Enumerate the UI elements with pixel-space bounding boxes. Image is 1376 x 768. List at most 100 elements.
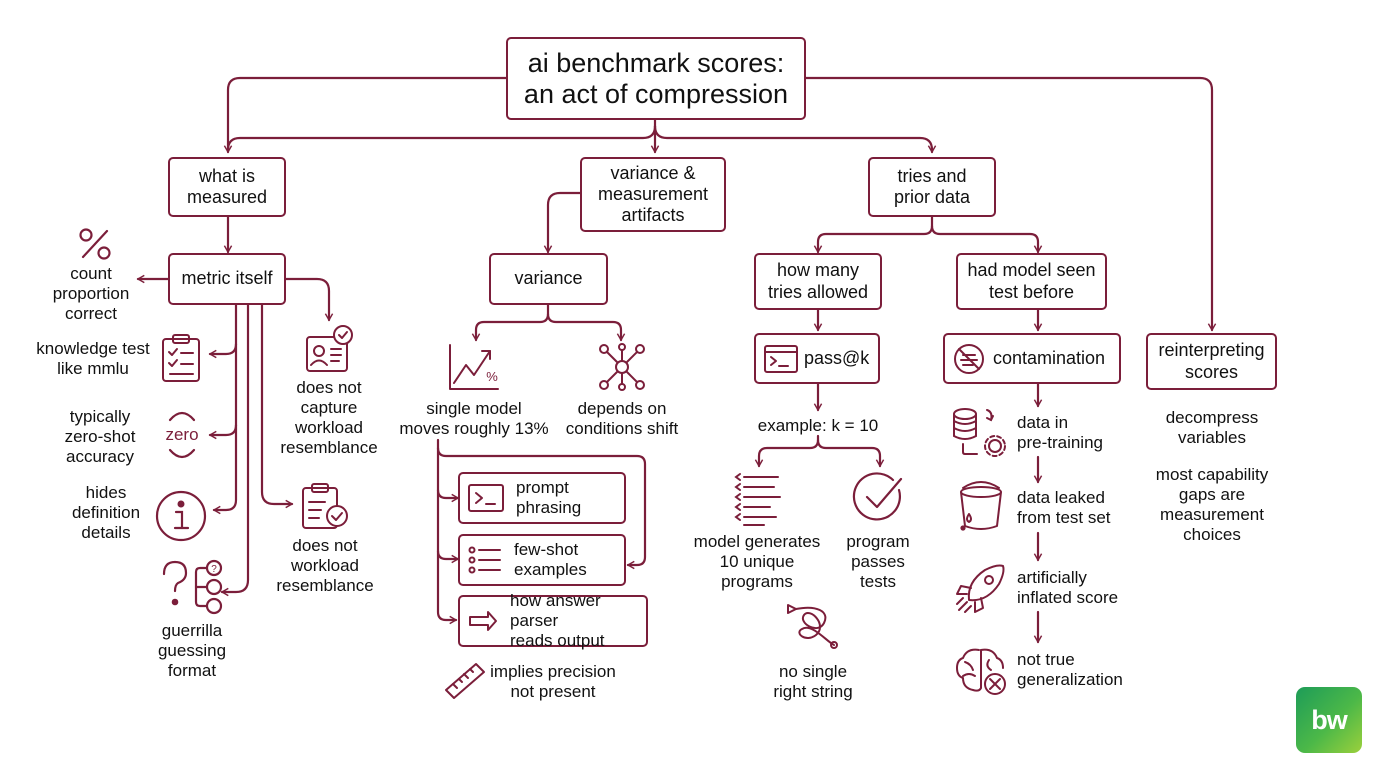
- list-icon: [468, 546, 502, 574]
- seen-line-2: test before: [988, 281, 1075, 302]
- howmany-line-1: how many: [776, 260, 860, 281]
- bucket-leak-icon: [955, 484, 1007, 534]
- guess-line-2: guessing: [157, 641, 227, 661]
- noworkload-line-2: workload: [290, 556, 360, 576]
- percent-icon: [78, 227, 112, 261]
- contamination-label: contamination: [993, 347, 1106, 368]
- arrow-right-icon: [468, 610, 498, 632]
- nocapture-line-3: workload: [294, 418, 364, 438]
- zero-glyph-text: zero: [165, 425, 199, 444]
- contamination-node: contamination: [943, 333, 1121, 384]
- prompt-line-1: prompt: [516, 477, 569, 497]
- passes-line-1: program: [846, 532, 910, 551]
- leaked-line-2: from test set: [1017, 508, 1111, 528]
- parser-line-2: reads output: [510, 631, 605, 651]
- clipboard-checklist-icon: [161, 333, 201, 383]
- inflated-line-1: artificially: [1017, 568, 1087, 587]
- trend-chart-icon: %: [448, 343, 500, 391]
- notgen-line-1: not true: [1017, 650, 1075, 669]
- nosingle-line-1: no single: [778, 662, 848, 681]
- metric-itself-label: metric itself: [181, 268, 273, 289]
- guess-line-1: guerrilla: [161, 621, 223, 640]
- id-card-check-icon: [305, 323, 355, 375]
- reinterpret-line-1: reinterpreting: [1158, 340, 1265, 361]
- variance-heading-line-1: variance &: [610, 162, 696, 183]
- root-title: ai benchmark scores:an act of compressio…: [506, 37, 806, 120]
- tangled-path-icon: [786, 601, 840, 653]
- variance-label: variance: [514, 268, 583, 289]
- hides-line-1: hides: [85, 483, 127, 502]
- variance-heading-line-2: measurement: [597, 183, 709, 204]
- nocapture-line-1: does not: [296, 378, 362, 397]
- terminal-icon: [764, 345, 798, 373]
- count-line-2: proportion: [52, 284, 130, 304]
- count-line-1: count: [70, 264, 112, 283]
- example-k-text: example: k = 10: [757, 416, 879, 435]
- zero-icon: zero: [158, 408, 206, 462]
- what-is-measured-line-1: what is: [198, 165, 255, 186]
- single-model-line-2: moves roughly 13%: [399, 419, 549, 439]
- guess-line-3: format: [167, 661, 217, 681]
- rocket-icon: [953, 562, 1007, 616]
- gaps-line-2: gaps are: [1178, 485, 1246, 505]
- generates-line-3: programs: [721, 572, 793, 592]
- root-title-line-2: an act of compression: [523, 78, 789, 109]
- clipboard-check-icon: [299, 482, 351, 532]
- decompress-line-1: decompress: [1165, 408, 1259, 427]
- pass-at-k-label: pass@k: [804, 347, 870, 368]
- zero-shot-line-3: accuracy: [65, 447, 135, 467]
- bw-logo: bw: [1296, 687, 1362, 753]
- howmany-line-2: tries allowed: [767, 281, 869, 302]
- example-k-label: example: k = 10: [748, 416, 888, 436]
- gaps-line-3: measurement: [1160, 505, 1264, 525]
- database-gear-icon: [951, 406, 1009, 460]
- info-icon: [155, 490, 207, 542]
- what-is-measured-line-2: measured: [186, 187, 268, 207]
- gaps-line-4: choices: [1183, 525, 1241, 545]
- metric-itself-node: metric itself: [168, 253, 286, 305]
- passes-line-2: passes: [851, 552, 905, 572]
- question-options-icon: ?: [160, 560, 226, 614]
- pretrain-line-2: pre-training: [1017, 433, 1103, 453]
- ruler-icon: [444, 662, 486, 698]
- noworkload-line-1: does not: [292, 536, 358, 555]
- precision-line-2: not present: [510, 682, 596, 702]
- noworkload-line-3: resemblance: [276, 576, 374, 596]
- fewshot-line-2: examples: [514, 560, 587, 579]
- nocapture-line-4: resemblance: [280, 438, 378, 458]
- zero-shot-line-1: typically: [69, 407, 131, 426]
- svg-text:%: %: [486, 369, 498, 384]
- nocapture-line-2: capture: [300, 398, 358, 418]
- generates-line-1: model generates: [693, 532, 821, 551]
- pretrain-line-1: data in: [1017, 413, 1069, 432]
- passes-line-3: tests: [860, 572, 896, 592]
- check-circle-icon: [853, 472, 905, 524]
- notgen-line-2: generalization: [1017, 670, 1123, 690]
- hides-line-2: definition: [71, 503, 141, 523]
- pass-at-k-node: pass@k: [754, 333, 880, 384]
- terminal-icon: [468, 484, 504, 512]
- fewshot-line-1: few-shot: [514, 539, 579, 559]
- no-entry-icon: [953, 343, 985, 375]
